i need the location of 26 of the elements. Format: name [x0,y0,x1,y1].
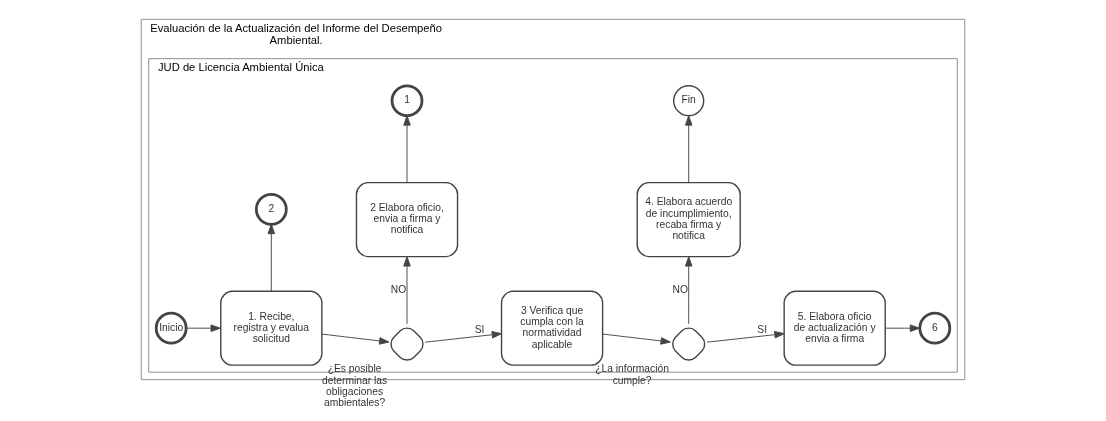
arrow [267,223,276,292]
node-label: ¿Es posible determinar las obligaciones ambientales? [322,363,388,409]
node-circle: Inicio [154,311,188,345]
arrow [321,333,390,345]
edge-label: NO [390,283,407,295]
node-circle: 6 [918,311,952,345]
arrow [884,324,921,332]
arrow [424,331,502,343]
node-box: 5. Elabora oficio de actualización y envia a firma [783,290,886,366]
arrow [706,330,785,343]
node-box: 4. Elabora acuerdo de incumplimiento, recaba firma y notifica [636,181,741,258]
node-circle: 1 [390,84,424,118]
node-box: 2 Elabora oficio, envia a firma y notifica [355,181,459,258]
arrow [403,256,411,325]
arrow [403,115,411,183]
node-label: ¿La información cumple? [595,363,669,386]
node-circle: 2 [254,192,288,226]
node-circle: Fin [673,85,705,117]
node-box: 1. Recibe, registra y evalua solicitud [220,290,323,366]
edge-label: NO [672,283,688,295]
edge-label: SI [474,323,485,335]
arrow [185,324,221,332]
edge-label: SI [757,323,768,335]
arrow [684,256,693,325]
arrow [684,115,693,183]
arrow [602,333,671,345]
